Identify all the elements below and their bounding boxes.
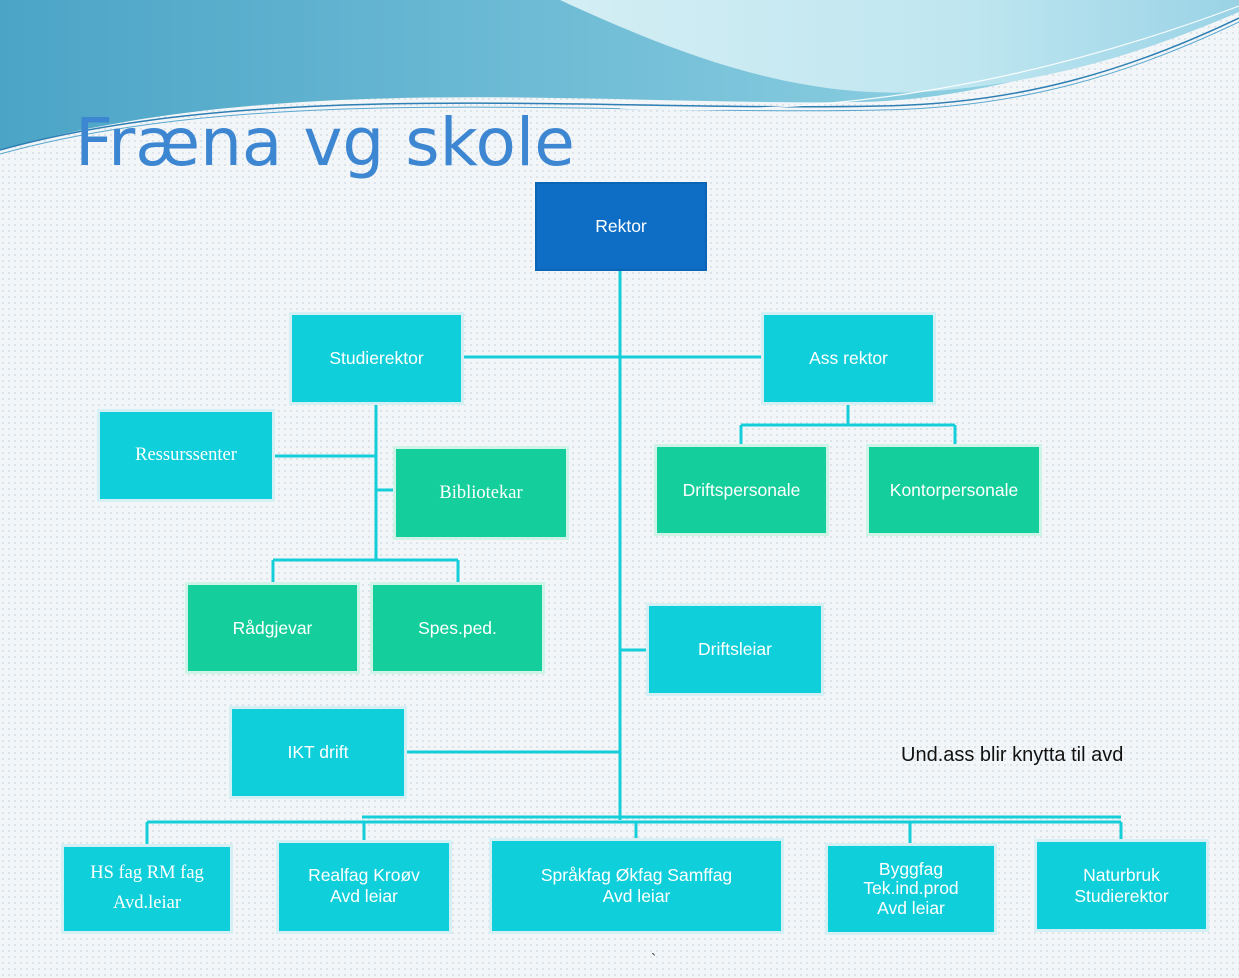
node-driftsleiar: Driftsleiar xyxy=(646,603,824,696)
stray-backtick-mark: ` xyxy=(651,952,657,969)
node-studierektor-label: Studierektor xyxy=(329,348,424,368)
node-naturbruk-line1: Naturbruk xyxy=(1083,864,1160,885)
node-ressurssenter: Ressurssenter xyxy=(97,409,275,502)
node-ressurssenter-label: Ressurssenter xyxy=(135,445,237,466)
node-realfag: Realfag Kroøv Avd leiar xyxy=(276,840,452,934)
node-realfag-line2: Avd leiar xyxy=(330,886,398,906)
node-driftspersonale: Driftspersonale xyxy=(654,444,829,536)
node-driftsleiar-label: Driftsleiar xyxy=(698,639,772,659)
node-hs-fag: HS fag RM fag Avd.leiar xyxy=(61,844,233,934)
node-naturbruk-line2: Studierektor xyxy=(1074,885,1169,906)
node-byggfag-line2: Tek.ind.prod xyxy=(863,878,959,899)
node-naturbruk: Naturbruk Studierektor xyxy=(1034,839,1209,932)
node-sprakfag-line2: Avd leiar xyxy=(602,886,671,906)
node-rektor-label: Rektor xyxy=(595,216,647,236)
node-ikt-drift: IKT drift xyxy=(229,706,407,799)
node-radgjevar-label: Rådgjevar xyxy=(232,617,313,638)
node-sprakfag: Språkfag Økfag Samffag Avd leiar xyxy=(489,838,784,934)
node-ikt-drift-label: IKT drift xyxy=(287,742,349,762)
node-ass-rektor: Ass rektor xyxy=(761,312,936,405)
node-sprakfag-line1: Språkfag Økfag Samffag xyxy=(540,865,733,885)
node-byggfag-line3: Avd leiar xyxy=(877,897,945,918)
node-ass-rektor-label: Ass rektor xyxy=(809,348,888,368)
node-bibliotekar-label: Bibliotekar xyxy=(439,482,523,503)
node-byggfag-line1: Byggfag xyxy=(878,859,944,880)
page-title: Fræna vg skole xyxy=(75,104,575,181)
node-spes-ped-label: Spes.ped. xyxy=(418,617,497,638)
header-wave-banner xyxy=(0,0,1239,155)
node-spes-ped: Spes.ped. xyxy=(370,582,545,674)
node-radgjevar: Rådgjevar xyxy=(185,582,360,674)
node-rektor: Rektor xyxy=(535,182,707,271)
node-byggfag: Byggfag Tek.ind.prod Avd leiar xyxy=(825,843,997,935)
node-kontorpersonale: Kontorpersonale xyxy=(866,444,1042,536)
node-kontorpersonale-label: Kontorpersonale xyxy=(889,479,1019,500)
annotation-note: Und.ass blir knytta til avd xyxy=(901,744,1124,766)
node-studierektor: Studierektor xyxy=(289,312,464,405)
node-bibliotekar: Bibliotekar xyxy=(393,446,569,540)
node-hs-fag-line2: Avd.leiar xyxy=(113,893,181,913)
node-hs-fag-line1: HS fag RM fag xyxy=(90,863,204,884)
node-driftspersonale-label: Driftspersonale xyxy=(682,479,801,500)
node-realfag-line1: Realfag Kroøv xyxy=(308,865,420,885)
